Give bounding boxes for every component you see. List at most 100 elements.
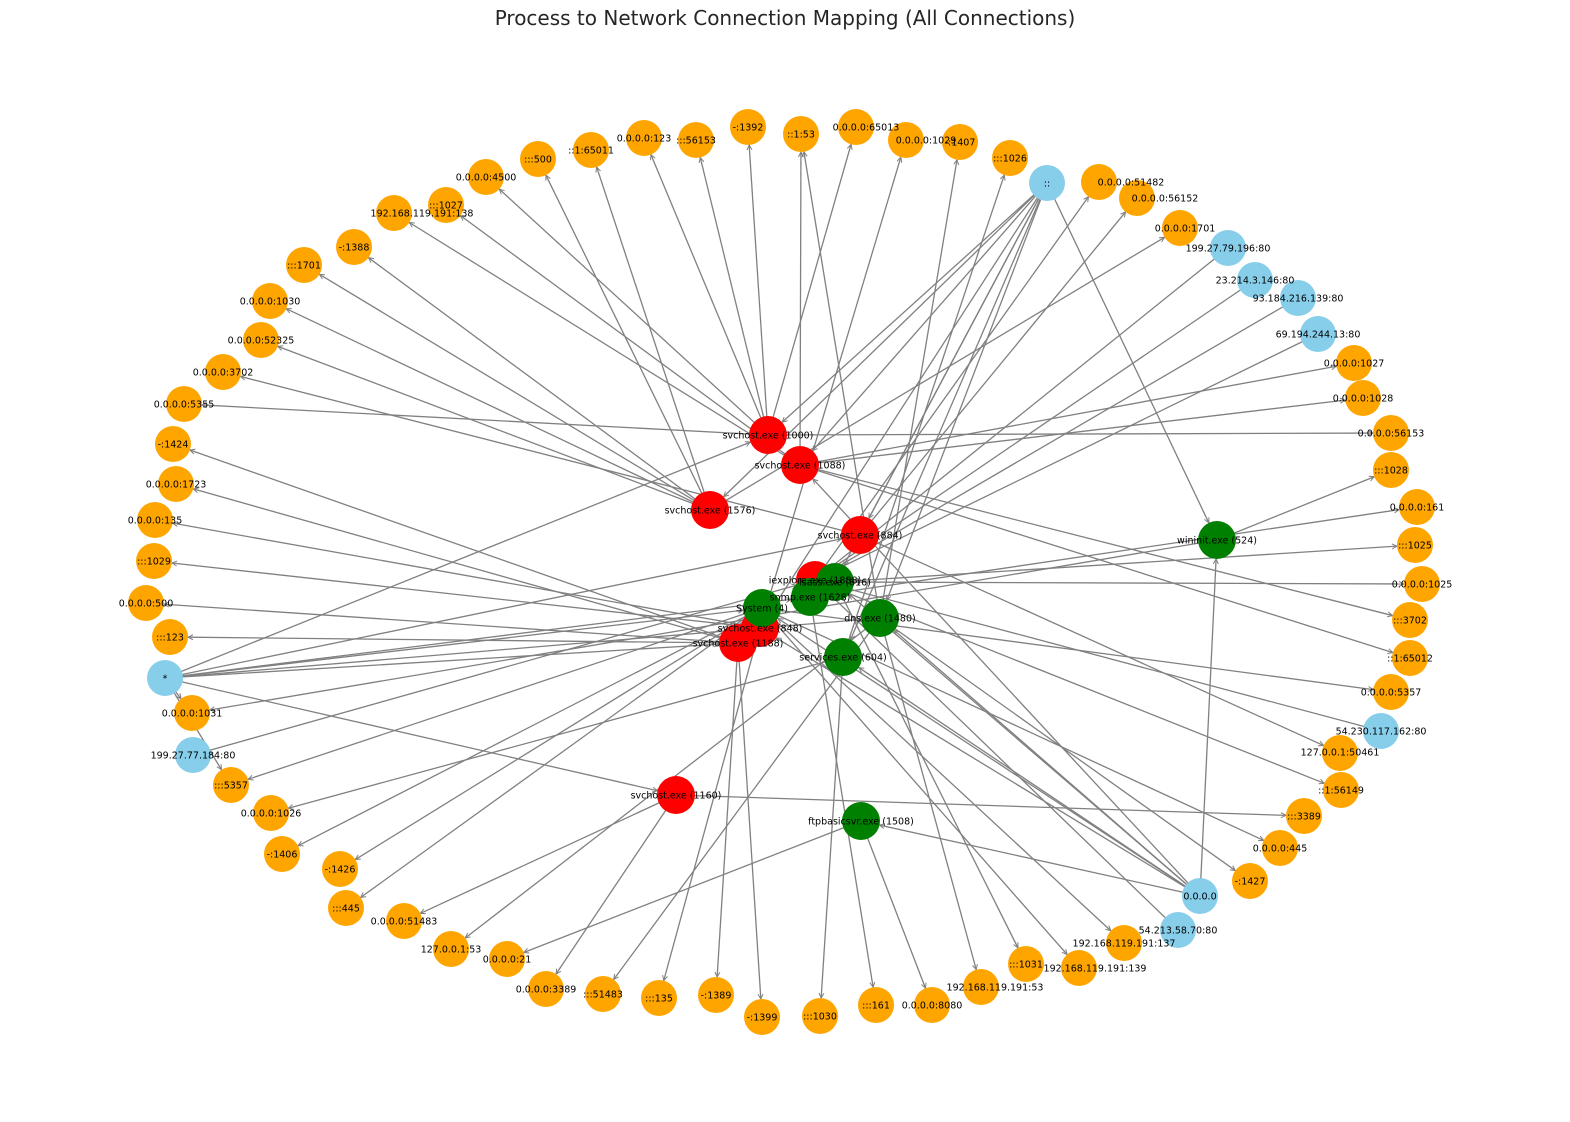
node-o59[interactable] (428, 187, 464, 223)
node-o26[interactable] (1061, 950, 1097, 986)
node-o9[interactable] (1162, 210, 1198, 246)
node-o57[interactable] (336, 229, 372, 265)
node-b_54_230[interactable] (1363, 713, 1399, 749)
node-o28[interactable] (963, 969, 999, 1005)
node-p1188[interactable] (719, 624, 757, 662)
node-b_69[interactable] (1300, 316, 1336, 352)
node-o31[interactable] (802, 998, 838, 1034)
node-o64[interactable] (678, 122, 714, 158)
node-o40[interactable] (328, 890, 364, 926)
node-o56[interactable] (286, 247, 322, 283)
node-label-o56: :::1701 (287, 261, 321, 272)
node-label-b_199_77: 199.27.77.184:80 (151, 751, 236, 762)
node-b_93[interactable] (1280, 280, 1316, 316)
node-o10[interactable] (1336, 345, 1372, 381)
node-o32[interactable] (744, 999, 780, 1035)
node-o45[interactable] (174, 695, 210, 731)
node-o42[interactable] (264, 836, 300, 872)
node-g_wininit[interactable] (1198, 521, 1236, 559)
node-o6[interactable] (992, 140, 1028, 176)
node-b_dc[interactable] (1029, 165, 1065, 201)
node-o43[interactable] (253, 795, 289, 831)
node-o37[interactable] (489, 941, 525, 977)
node-o18[interactable] (1392, 640, 1428, 676)
node-o46[interactable] (152, 619, 188, 655)
node-label-b_93: 93.184.216.139:80 (1253, 294, 1344, 305)
node-o21[interactable] (1323, 772, 1359, 808)
node-o29[interactable] (914, 987, 950, 1023)
node-o25[interactable] (1106, 925, 1142, 961)
node-o14[interactable] (1399, 489, 1435, 525)
node-o58[interactable] (376, 195, 412, 231)
node-o36[interactable] (528, 971, 564, 1007)
node-g_snmp[interactable] (791, 578, 829, 616)
node-o54[interactable] (243, 322, 279, 358)
edge-b_zero-p848 (775, 637, 1201, 897)
node-b_54_213[interactable] (1160, 912, 1196, 948)
node-g_sys[interactable] (743, 589, 781, 627)
node-o27[interactable] (1008, 946, 1044, 982)
node-b_zero[interactable] (1182, 878, 1218, 914)
node-o49[interactable] (137, 502, 173, 538)
node-b_23[interactable] (1237, 262, 1273, 298)
node-o22[interactable] (1286, 798, 1322, 834)
node-o47[interactable] (128, 585, 164, 621)
node-g_svc[interactable] (824, 638, 862, 676)
node-o63[interactable] (626, 120, 662, 156)
node-p1088[interactable] (781, 446, 819, 484)
node-o51[interactable] (155, 426, 191, 462)
node-o3[interactable] (838, 109, 874, 145)
node-o55[interactable] (252, 283, 288, 319)
node-label-o29: 0.0.0.0:8080 (902, 1001, 963, 1012)
node-o33[interactable] (698, 977, 734, 1013)
node-o4[interactable] (888, 122, 924, 158)
node-o8[interactable] (1119, 180, 1155, 216)
node-label-p1188: svchost.exe (1188) (693, 639, 784, 650)
node-o2[interactable] (783, 116, 819, 152)
edge-arrow-b_zero-p848 (775, 637, 782, 643)
node-o61[interactable] (520, 141, 556, 177)
edge-b_dc-p848 (769, 182, 1048, 613)
node-b_199_79[interactable] (1210, 230, 1246, 266)
node-o35[interactable] (585, 976, 621, 1012)
edge-arrow-g_sys-o42 (297, 840, 304, 847)
node-g_dns[interactable] (861, 599, 899, 637)
node-o23[interactable] (1262, 830, 1298, 866)
node-p1160[interactable] (657, 776, 695, 814)
node-o17[interactable] (1392, 602, 1428, 638)
node-g_ftp[interactable] (842, 802, 880, 840)
node-o48[interactable] (136, 543, 172, 579)
node-o7[interactable] (1081, 164, 1117, 200)
node-o41[interactable] (322, 851, 358, 887)
node-p1576[interactable] (691, 491, 729, 529)
node-o12[interactable] (1373, 415, 1409, 451)
node-o24[interactable] (1232, 863, 1268, 899)
node-o1[interactable] (730, 109, 766, 145)
node-o30[interactable] (858, 987, 894, 1023)
node-o16[interactable] (1404, 566, 1440, 602)
node-o44[interactable] (213, 767, 249, 803)
node-o39[interactable] (386, 903, 422, 939)
node-label-o34: :::135 (645, 994, 673, 1005)
node-o13[interactable] (1373, 452, 1409, 488)
node-o62[interactable] (573, 132, 609, 168)
node-o38[interactable] (433, 931, 469, 967)
node-o34[interactable] (641, 980, 677, 1016)
node-b_199_77[interactable] (175, 737, 211, 773)
node-p884[interactable] (841, 516, 879, 554)
node-o15[interactable] (1397, 527, 1433, 563)
node-o60[interactable] (468, 159, 504, 195)
node-o50[interactable] (158, 466, 194, 502)
edge-b_dc-p1088 (812, 182, 1048, 452)
edge-g_svc-o6 (842, 174, 1005, 658)
node-o11[interactable] (1345, 380, 1381, 416)
node-o52[interactable] (166, 386, 202, 422)
node-o19[interactable] (1373, 674, 1409, 710)
node-o20[interactable] (1322, 735, 1358, 771)
node-b_star[interactable] (147, 660, 183, 696)
node-o53[interactable] (205, 354, 241, 390)
node-p1000[interactable] (749, 416, 787, 454)
edge-p1160-o22 (675, 794, 1287, 817)
edge-p1188-o51 (189, 449, 739, 644)
node-o5[interactable] (942, 124, 978, 160)
